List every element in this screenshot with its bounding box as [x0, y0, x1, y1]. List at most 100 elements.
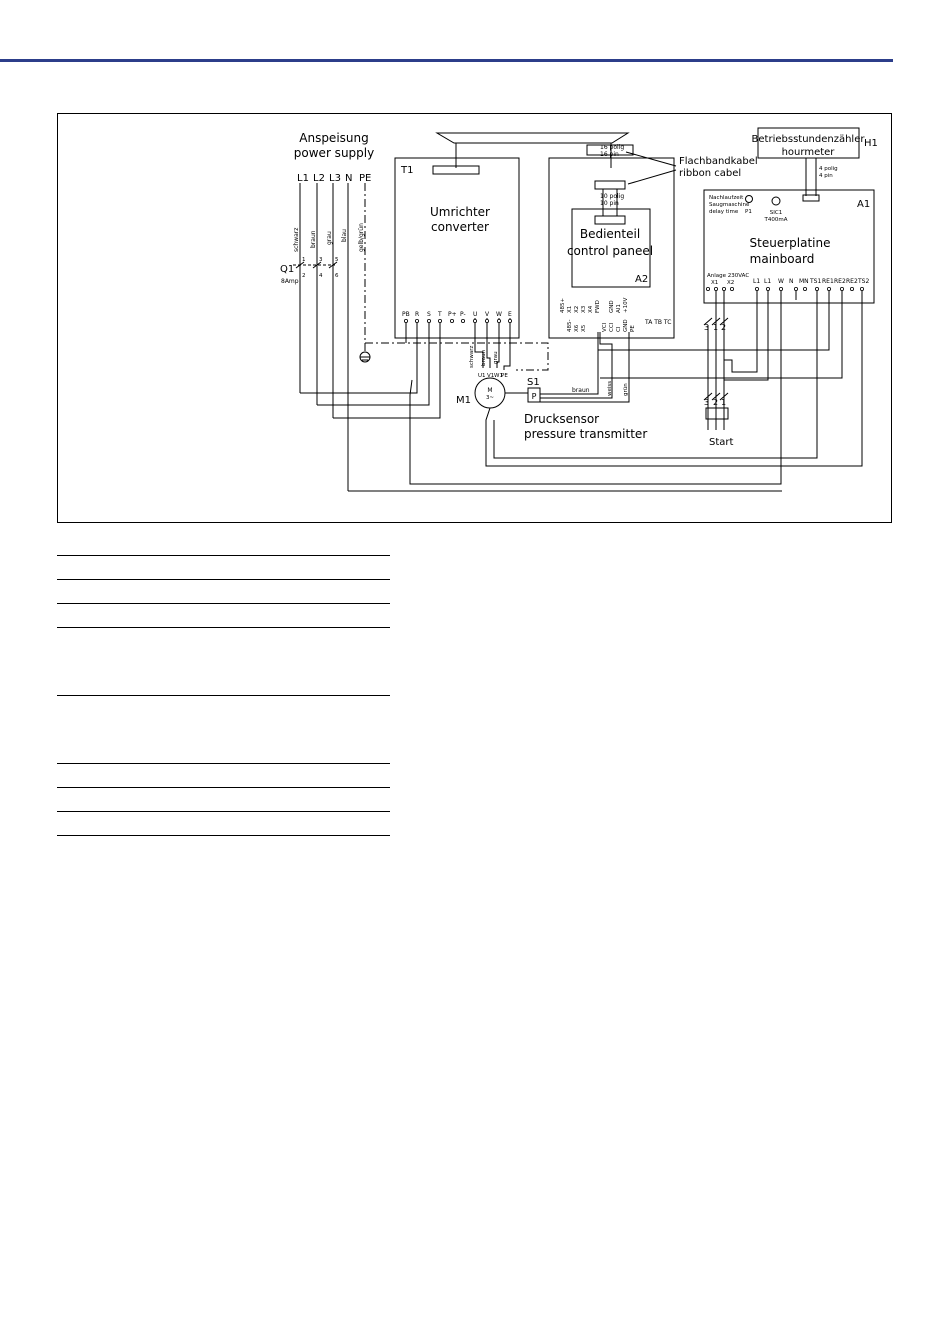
panel-terminal: GND [609, 300, 615, 313]
table-rule [57, 579, 390, 580]
panel-terminal: X3 [581, 305, 587, 313]
pot-label: P1 [745, 209, 752, 215]
panel-title-en: control paneel [567, 244, 653, 258]
mainboard-terminals: L1 L1 W N MN TS1 RE1 RE2 RE2 TS2 [753, 278, 869, 285]
conn10-de: 10 polig [600, 193, 624, 200]
mainboard-terminal: L1 [764, 278, 771, 285]
hourmeter-title-de: Betriebsstundenzähler [752, 134, 866, 145]
sensor-title-de: Drucksensor [524, 412, 599, 426]
wire-color-l1: schwarz [293, 228, 300, 252]
hourmeter-conn-en: 4 pin [819, 173, 833, 179]
panel-terminal: PE [630, 325, 636, 332]
converter-connector [432, 165, 480, 175]
sensor-wire-color: grün [623, 383, 629, 396]
hourmeter-id: H1 [864, 138, 878, 149]
ribbon-leader-1 [625, 151, 677, 167]
mainboard-title-en: mainboard [750, 252, 815, 266]
relay-pin: 2 [713, 398, 718, 407]
delay-label-de: Nachlaufzeit [709, 195, 744, 201]
mainboard-terminal: RE2 [834, 278, 846, 285]
breaker-rating: 8Amp [281, 278, 299, 285]
motor-pin: PE [501, 373, 508, 379]
start-caption: Anlage 230VAC [707, 273, 749, 279]
converter-terminal: U [473, 311, 477, 318]
relay-pin: 2 [721, 323, 726, 332]
table-rule [57, 787, 390, 788]
terminal-l1: L1 [297, 173, 309, 184]
converter-terminal: W [496, 311, 502, 318]
terminal-pe: PE [359, 173, 371, 184]
terminal-l3: L3 [329, 173, 341, 184]
panel-terminal: X4 [588, 305, 594, 313]
pressure-sensor-box [527, 387, 541, 403]
converter-terminal: V [485, 311, 490, 318]
wire-color-n: blau [341, 229, 348, 242]
start-pin: X2 [727, 280, 734, 286]
converter-terminal: P- [460, 311, 466, 318]
sensor-title-en: pressure transmitter [524, 427, 647, 441]
converter-terminal: T [437, 311, 442, 318]
fuse-icon [771, 196, 781, 206]
sensor-wire-color: weiss [607, 381, 613, 396]
converter-terminal: R [415, 311, 419, 318]
hourmeter-connector [802, 194, 820, 202]
table-rule [57, 811, 390, 812]
panel-terminal: X5 [581, 324, 587, 332]
converter-title-en: converter [431, 220, 489, 234]
panel-terminal: X6 [574, 324, 580, 332]
mainboard-terminal: RE2 [846, 278, 858, 285]
motor-pin: U1 [478, 373, 486, 379]
table-rule [57, 555, 390, 556]
ribbon-cable-top [435, 132, 630, 144]
diagram-frame [57, 113, 892, 523]
control-panel-box [571, 208, 651, 288]
sensor-wire-color: braun [572, 387, 590, 394]
converter-terminal: P+ [448, 311, 457, 318]
panel-terminals: +10V AI1 GND FWD X4 X3 X2 X1 485+ PE GND… [560, 297, 636, 332]
header-rule [0, 59, 893, 62]
fuse-label: SIC1 [770, 210, 782, 216]
panel-terminal: AI1 [616, 304, 622, 313]
converter-title-de: Umrichter [430, 205, 490, 219]
ribbon-label-en: ribbon cabel [679, 168, 741, 179]
table-rule [57, 627, 390, 628]
motor-wire-color: schwarz [469, 345, 475, 368]
breaker-pin: 3 [319, 257, 323, 263]
hourmeter-box [757, 127, 860, 159]
panel-terminal: X2 [574, 306, 580, 313]
hourmeter-conn-de: 4 polig [819, 166, 838, 172]
wire-color-l3: grau [326, 231, 333, 245]
potentiometer-icon [745, 195, 753, 203]
table-rule [57, 603, 390, 604]
breaker-pin: 5 [335, 257, 339, 263]
relay-pin: 1 [721, 398, 726, 407]
motor-id: M1 [456, 395, 471, 406]
delay-label-de2: Saugmaschine [709, 202, 750, 208]
panel-id: A2 [635, 274, 648, 285]
breaker-pin: 6 [335, 273, 339, 279]
conn10-en: 10 pin [600, 200, 619, 207]
terminal-n: N [345, 173, 352, 184]
panel-terminal: X1 [567, 306, 573, 313]
breaker-pin: 1 [302, 257, 306, 263]
mainboard-terminal: TS1 [809, 278, 821, 285]
motor-symbol-letter: M [487, 387, 492, 394]
mainboard-terminal: N [789, 278, 794, 285]
mainboard-terminal: RE1 [822, 278, 834, 285]
relay-pin: 3 [704, 398, 709, 407]
mainboard-title-de: Steuerplatine [750, 236, 831, 250]
panel-terminal: 485- [567, 320, 573, 332]
ribbon-label-de: Flachbandkabel [679, 156, 758, 167]
conn16-en: 16 pin [600, 151, 619, 158]
power-title-en: power supply [294, 146, 374, 160]
mainboard-terminal: TS2 [857, 278, 869, 285]
hourmeter-title-en: hourmeter [782, 147, 836, 158]
panel-terminal: 485+ [560, 298, 566, 313]
table-rule [57, 763, 390, 764]
motor-pin: W1 [494, 373, 503, 379]
panel-title-de: Bedienteil [580, 227, 640, 241]
power-title-de: Anspeisung [299, 131, 368, 145]
converter-terminal: PB [402, 311, 410, 318]
